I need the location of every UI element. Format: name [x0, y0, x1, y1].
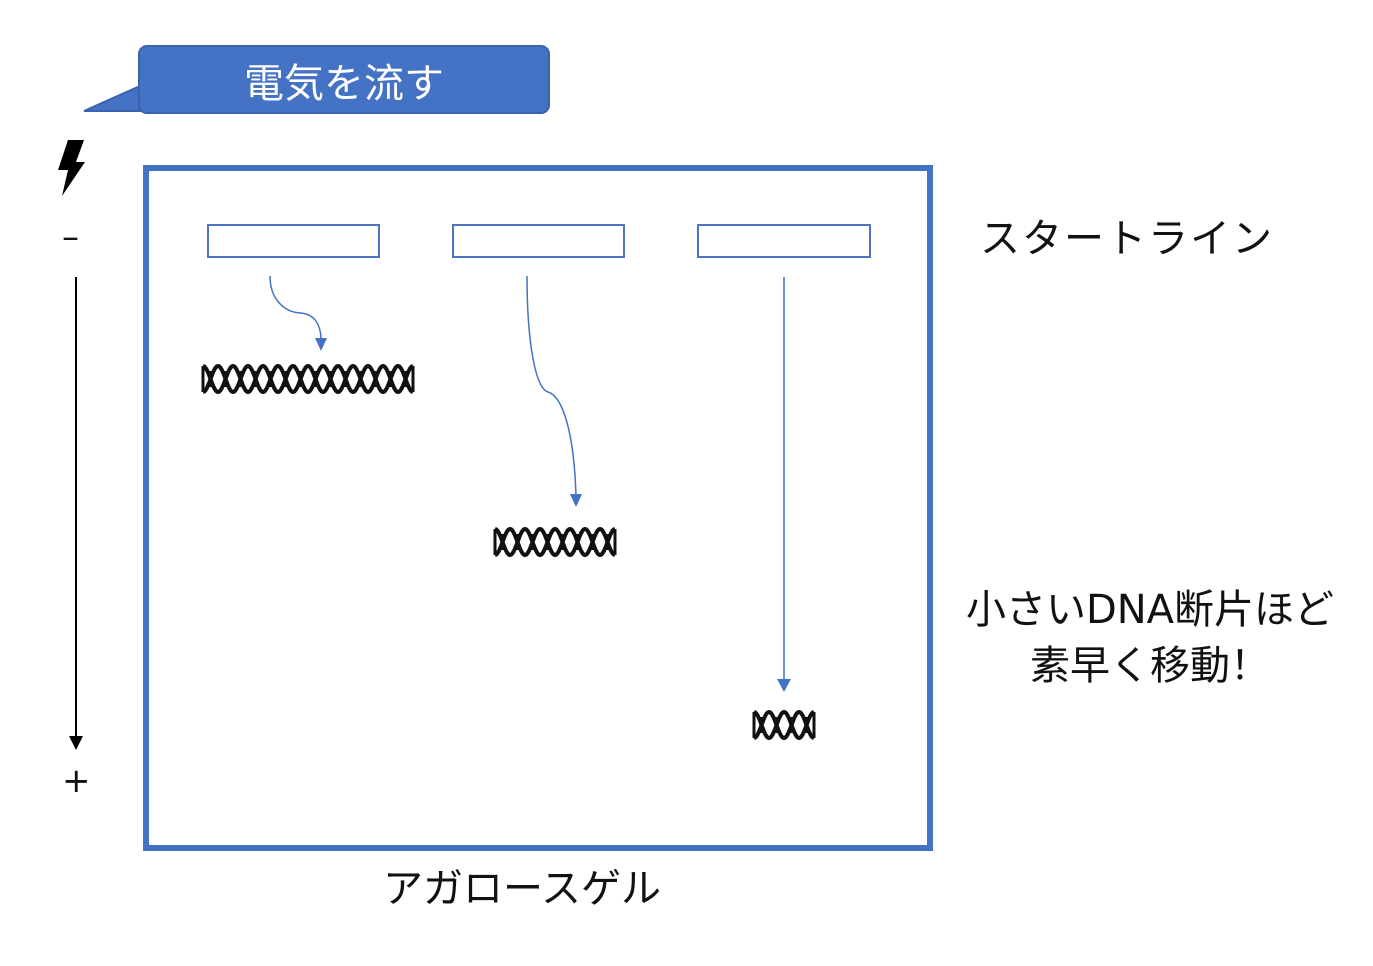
negative-sign: – — [62, 217, 79, 257]
well-lane-2 — [452, 224, 625, 258]
positive-sign: + — [62, 761, 91, 801]
size-note: 小さいDNA断片ほど 素早く移動！ — [960, 582, 1340, 694]
start-line-label: スタートライン — [980, 216, 1274, 262]
callout-text: 電気を流す — [244, 60, 444, 107]
gel-label: アガロースゲル — [383, 866, 661, 912]
power-callout: 電気を流す — [138, 45, 550, 114]
well-lane-1 — [207, 224, 380, 258]
agarose-gel — [143, 165, 933, 851]
size-note-line-1: 小さいDNA断片ほど — [965, 587, 1335, 633]
size-note-line-2: 素早く移動！ — [1030, 643, 1270, 689]
well-lane-3 — [697, 224, 871, 258]
